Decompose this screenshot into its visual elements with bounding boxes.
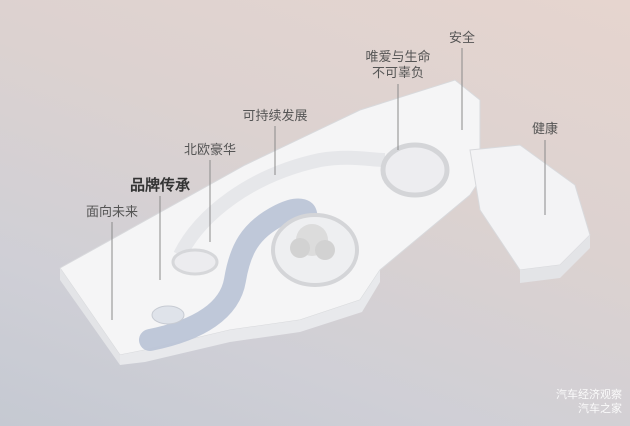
health-wing-wall [520, 235, 590, 283]
round-stage [171, 248, 219, 276]
round-room [380, 142, 450, 198]
label-heritage: 品牌传承 [129, 176, 191, 194]
leader-lines [111, 48, 546, 320]
health-wing-floor [469, 144, 591, 271]
label-love-life: 唯爱与生命 不可辜负 [365, 50, 430, 82]
car-display [151, 305, 185, 325]
label-future: 面向未来 [85, 205, 139, 220]
watermark-line1: 汽车经济观察 [556, 388, 622, 401]
label-sustainability: 可持续发展 [242, 109, 308, 124]
label-nordic-luxury: 北欧豪华 [183, 143, 237, 158]
watermark-line2: 汽车之家 [578, 402, 622, 415]
label-health: 健康 [531, 122, 559, 137]
label-safety: 安全 [448, 31, 476, 46]
label-love-life-line1: 唯爱与生命 [365, 50, 431, 65]
curved-wall [173, 150, 386, 259]
tree-icon [290, 238, 310, 258]
label-love-life-line2: 不可辜负 [371, 66, 425, 81]
main-hall-front-wall [60, 268, 120, 365]
tree-icon [315, 240, 335, 260]
visitor-path [139, 198, 318, 351]
watermark: 汽车经济观察 汽车之家 [556, 388, 622, 416]
